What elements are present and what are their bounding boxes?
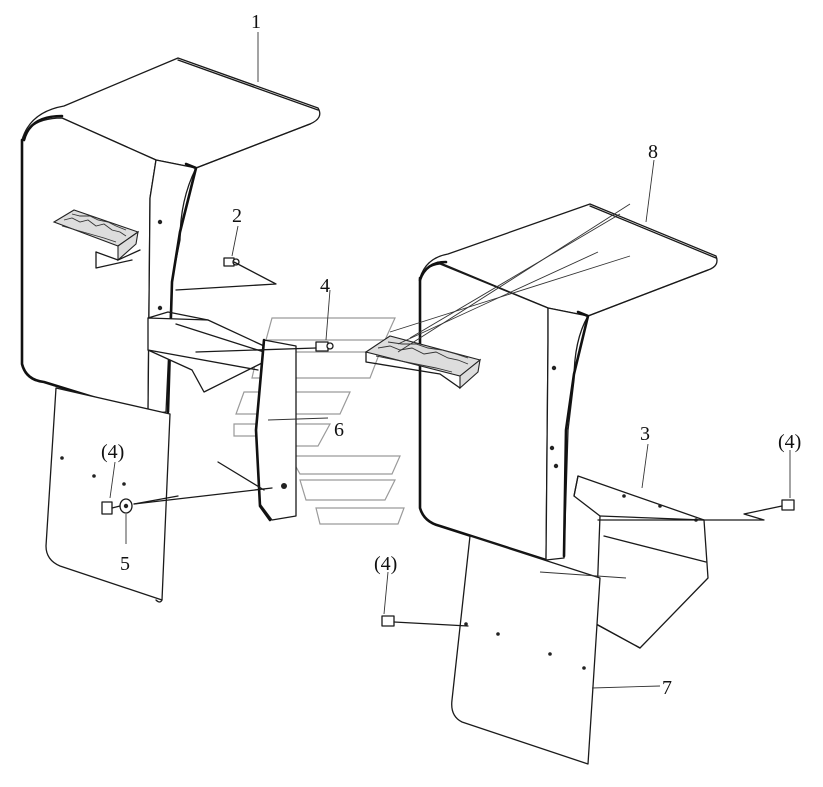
left-mud-flap xyxy=(45,387,171,603)
bolt-part-2 xyxy=(175,257,277,291)
right-mud-flap xyxy=(451,535,601,765)
callout-2: 2 xyxy=(232,205,242,227)
callout-4-bottom: (4) xyxy=(374,553,397,575)
bolt-part-4 xyxy=(195,341,334,353)
callout-7: 7 xyxy=(662,677,672,699)
right-fender-assembly xyxy=(364,203,718,562)
callout-3: 3 xyxy=(640,423,650,445)
left-step-tread xyxy=(52,209,141,269)
callout-5: 5 xyxy=(120,553,130,575)
callout-6: 6 xyxy=(334,419,344,441)
bolt-bottom xyxy=(381,615,469,627)
left-fender-assembly xyxy=(20,57,321,416)
left-bracket xyxy=(147,311,265,393)
callout-8: 8 xyxy=(648,141,658,163)
bolt-washer-left xyxy=(101,487,273,515)
center-panel xyxy=(217,338,297,522)
callout-4: 4 xyxy=(320,275,330,297)
bolt-right xyxy=(597,499,795,521)
callout-1: 1 xyxy=(251,11,261,33)
right-step-tread xyxy=(364,335,482,390)
right-bracket xyxy=(573,475,709,649)
callout-4-right: (4) xyxy=(778,431,801,453)
callout-4-left: (4) xyxy=(101,441,124,463)
leader-lines xyxy=(109,32,791,689)
callout-labels: 1 2 3 4 (4) (4) (4) 5 6 7 8 xyxy=(101,11,801,699)
